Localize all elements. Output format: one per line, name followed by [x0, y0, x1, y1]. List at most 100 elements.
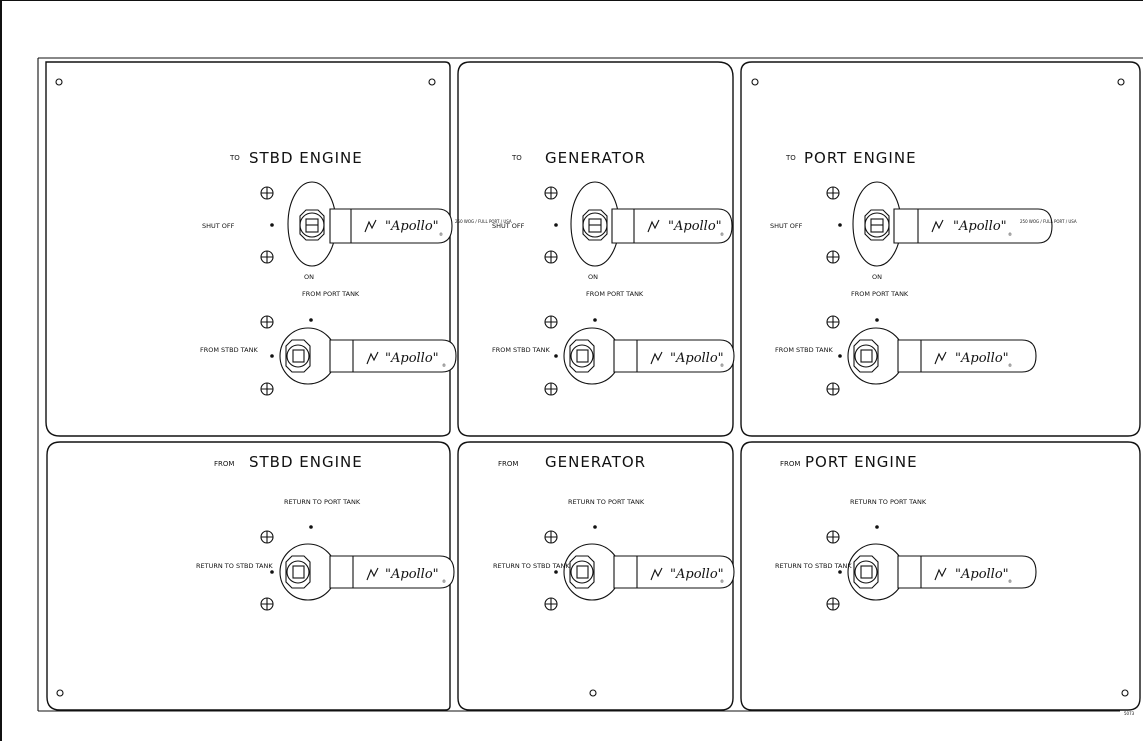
- brand-mark: ®: [1008, 232, 1012, 237]
- position-dot: [838, 354, 842, 358]
- from-stbd-tank-label: FROM STBD TANK: [775, 346, 833, 354]
- brand-mark: ®: [720, 579, 724, 584]
- tank-selector-valve-stbd[interactable]: FROM PORT TANK FROM STBD TANK "Apollo" ®: [200, 290, 457, 396]
- brand-mark: ®: [439, 232, 443, 237]
- brand-name: "Apollo": [953, 219, 1007, 234]
- fine-print: 250 WOG / FULL PORT / USA: [1020, 219, 1077, 224]
- position-dot: [270, 570, 274, 574]
- panel-title: PORT ENGINE: [804, 149, 917, 167]
- mounting-hole: [1117, 78, 1125, 86]
- panel-from-generator: FROM GENERATOR: [457, 441, 734, 711]
- return-to-stbd-tank-label: RETURN TO STBD TANK: [196, 562, 273, 570]
- position-dot: [838, 570, 842, 574]
- from-port-tank-label: FROM PORT TANK: [851, 290, 909, 298]
- panel-prefix: TO: [511, 154, 522, 162]
- apollo-logo-icon: [931, 219, 944, 233]
- valve-handle[interactable]: [893, 208, 1053, 244]
- position-dot: [554, 223, 558, 227]
- panel-prefix: TO: [785, 154, 796, 162]
- position-dot: [309, 318, 313, 322]
- tank-selector-valve-port[interactable]: FROM PORT TANK FROM STBD TANK "Apollo" ®: [775, 290, 1037, 396]
- valve-handle[interactable]: [897, 555, 1037, 589]
- valve-handle[interactable]: [329, 339, 457, 373]
- position-dot: [270, 223, 274, 227]
- valve-handle[interactable]: [611, 208, 733, 244]
- panel-prefix: TO: [229, 154, 240, 162]
- position-dot: [593, 525, 597, 529]
- brand-mark: ®: [1008, 363, 1012, 368]
- apollo-logo-icon: [366, 351, 379, 365]
- return-to-stbd-tank-label: RETURN TO STBD TANK: [493, 562, 570, 570]
- valve-handle[interactable]: [329, 555, 455, 589]
- shutoff-valve-generator[interactable]: SHUT OFF ON "Apollo" ®: [492, 181, 733, 281]
- position-dot: [309, 525, 313, 529]
- valve-handle[interactable]: [613, 555, 735, 589]
- valve-handle[interactable]: [329, 208, 453, 244]
- from-stbd-tank-label: FROM STBD TANK: [200, 346, 258, 354]
- panel-from-stbd-engine: FROM STBD ENGINE: [46, 441, 451, 711]
- brand-mark: ®: [1008, 579, 1012, 584]
- position-dot: [875, 525, 879, 529]
- return-to-port-tank-label: RETURN TO PORT TANK: [568, 498, 645, 506]
- mounting-hole: [56, 689, 64, 697]
- return-valve-port[interactable]: RETURN TO PORT TANK RETURN TO STBD TANK …: [775, 498, 1037, 611]
- brand-mark: ®: [720, 232, 724, 237]
- mounting-hole: [1121, 689, 1129, 697]
- brand-name: "Apollo": [670, 351, 724, 366]
- from-port-tank-label: FROM PORT TANK: [586, 290, 644, 298]
- panel-title: STBD ENGINE: [249, 453, 363, 471]
- mounting-hole: [589, 689, 597, 697]
- panel-prefix: FROM: [780, 460, 800, 468]
- shutoff-valve-port[interactable]: SHUT OFF ON "Apollo" ® 250 WOG / FULL PO…: [770, 181, 1077, 281]
- on-label: ON: [588, 273, 598, 281]
- shut-off-label: SHUT OFF: [492, 222, 525, 230]
- fine-print: 250 WOG / FULL PORT / USA: [455, 219, 512, 224]
- position-dot: [875, 318, 879, 322]
- shut-off-label: SHUT OFF: [770, 222, 803, 230]
- panel-to-generator: TO GENERATOR: [457, 61, 734, 437]
- return-valve-generator[interactable]: RETURN TO PORT TANK RETURN TO STBD TANK …: [493, 498, 735, 611]
- tank-selector-valve-generator[interactable]: FROM PORT TANK FROM STBD TANK "Apollo" ®: [492, 290, 735, 396]
- on-label: ON: [304, 273, 314, 281]
- valve-handle[interactable]: [897, 339, 1037, 373]
- from-port-tank-label: FROM PORT TANK: [302, 290, 360, 298]
- panel-from-port-engine: FROM PORT ENGINE: [740, 441, 1141, 711]
- brand-name: "Apollo": [385, 219, 439, 234]
- brand-mark: ®: [720, 363, 724, 368]
- brand-name: "Apollo": [955, 351, 1009, 366]
- panel-title: GENERATOR: [545, 149, 646, 167]
- panel-title: GENERATOR: [545, 453, 646, 471]
- panel-prefix: FROM: [498, 460, 518, 468]
- panel-title: PORT ENGINE: [805, 453, 918, 471]
- apollo-logo-icon: [364, 219, 377, 233]
- brand-name: "Apollo": [385, 351, 439, 366]
- apollo-logo-icon: [647, 219, 660, 233]
- apollo-logo-icon: [650, 567, 663, 581]
- apollo-logo-icon: [366, 567, 379, 581]
- from-stbd-tank-label: FROM STBD TANK: [492, 346, 550, 354]
- mounting-hole: [751, 78, 759, 86]
- brand-name: "Apollo": [670, 567, 724, 582]
- apollo-logo-icon: [934, 351, 947, 365]
- apollo-logo-icon: [650, 351, 663, 365]
- brand-name: "Apollo": [955, 567, 1009, 582]
- mounting-hole: [55, 78, 63, 86]
- position-dot: [593, 318, 597, 322]
- position-dot: [554, 354, 558, 358]
- mounting-hole: [428, 78, 436, 86]
- return-to-port-tank-label: RETURN TO PORT TANK: [284, 498, 361, 506]
- apollo-logo-icon: [934, 567, 947, 581]
- panel-to-port-engine: TO PORT ENGINE: [740, 61, 1141, 437]
- shut-off-label: SHUT OFF: [202, 222, 235, 230]
- panel-prefix: FROM: [214, 460, 234, 468]
- return-valve-stbd[interactable]: RETURN TO PORT TANK RETURN TO STBD TANK …: [196, 498, 455, 611]
- valve-handle[interactable]: [613, 339, 735, 373]
- brand-name: "Apollo": [668, 219, 722, 234]
- return-to-port-tank-label: RETURN TO PORT TANK: [850, 498, 927, 506]
- return-to-stbd-tank-label: RETURN TO STBD TANK: [775, 562, 852, 570]
- position-dot: [554, 570, 558, 574]
- position-dot: [270, 354, 274, 358]
- panel-to-stbd-engine: TO STBD ENGINE: [45, 61, 451, 437]
- shutoff-valve-stbd[interactable]: SHUT OFF ON "Apollo" ® 250 WOG / FULL PO…: [202, 181, 512, 281]
